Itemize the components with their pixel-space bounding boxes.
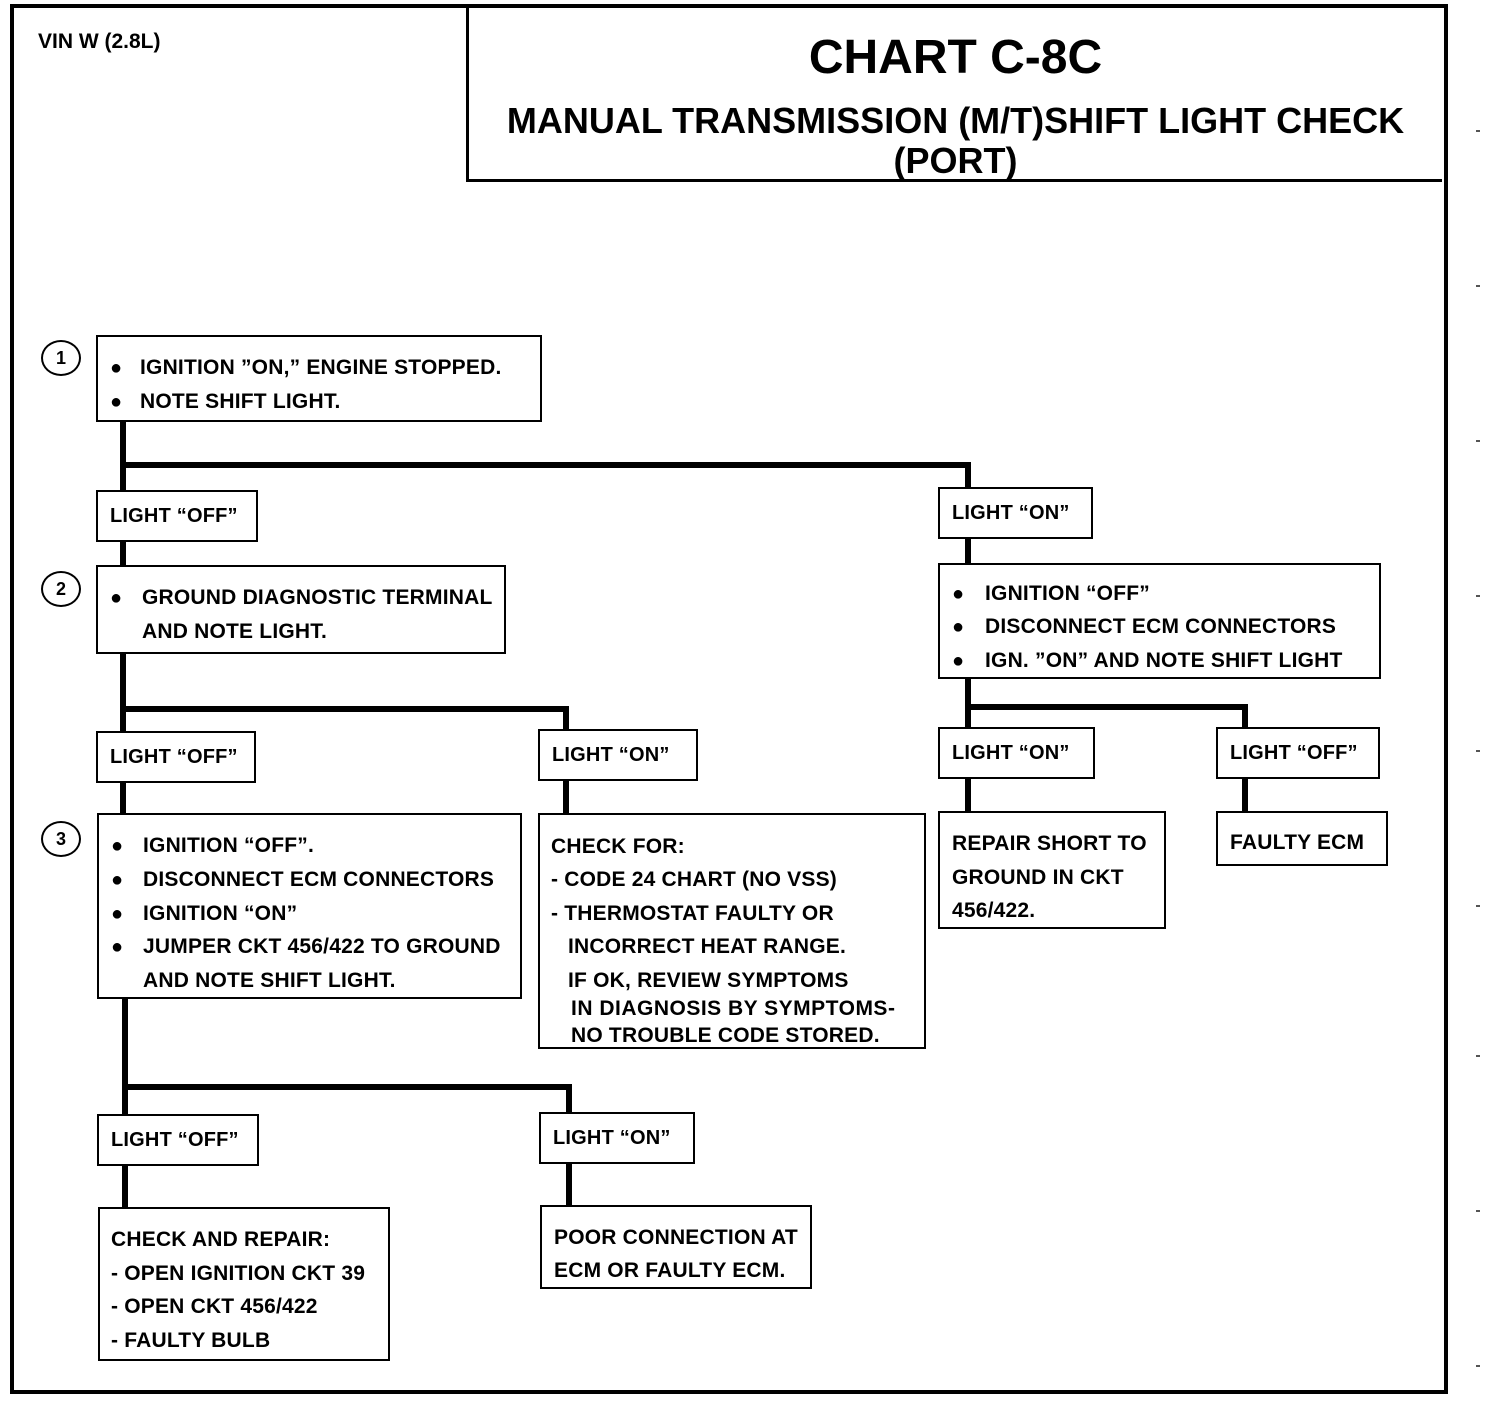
- title-box: CHART C-8C MANUAL TRANSMISSION (M/T)SHIF…: [466, 4, 1442, 182]
- margin-tick: [1476, 750, 1480, 752]
- bullet-icon: ●: [952, 583, 965, 605]
- check-for-line: INCORRECT HEAT RANGE.: [568, 935, 846, 958]
- step-1-line: IGNITION ”ON,” ENGINE STOPPED.: [140, 356, 502, 379]
- step-1-line: NOTE SHIFT LIGHT.: [140, 390, 341, 413]
- repair-short-line: GROUND IN CKT: [952, 866, 1124, 889]
- step-3-line: AND NOTE SHIFT LIGHT.: [143, 969, 396, 992]
- check-for-line: - THERMOSTAT FAULTY OR: [551, 902, 834, 925]
- bullet-icon: ●: [110, 391, 123, 413]
- step-3-line: JUMPER CKT 456/422 TO GROUND: [143, 935, 501, 958]
- margin-tick: [1476, 1210, 1480, 1212]
- check-repair-line: - OPEN CKT 456/422: [111, 1295, 318, 1318]
- bullet-icon: ●: [110, 587, 123, 609]
- step-3-line: IGNITION “OFF”.: [143, 834, 314, 857]
- right-check-box: ● IGNITION “OFF” ● DISCONNECT ECM CONNEC…: [938, 563, 1381, 679]
- connector-rightcheck-split: [965, 674, 1248, 731]
- check-for-line: NO TROUBLE CODE STORED.: [571, 1024, 880, 1047]
- step-1-light-on: LIGHT “ON”: [938, 487, 1093, 539]
- vin-label: VIN W (2.8L): [38, 30, 161, 53]
- faulty-ecm-box: FAULTY ECM: [1216, 811, 1388, 866]
- step-3-box: ● IGNITION “OFF”. ● DISCONNECT ECM CONNE…: [97, 813, 522, 999]
- right-check-light-off: LIGHT “OFF”: [1216, 727, 1380, 779]
- check-for-line: CHECK FOR:: [551, 835, 685, 858]
- check-repair-line: - FAULTY BULB: [111, 1329, 271, 1352]
- check-repair-box: CHECK AND REPAIR: - OPEN IGNITION CKT 39…: [98, 1207, 390, 1361]
- step-3-marker: 3: [41, 821, 81, 857]
- bullet-icon: ●: [952, 650, 965, 672]
- bullet-icon: ●: [111, 869, 124, 891]
- step-2-light-off: LIGHT “OFF”: [96, 731, 256, 783]
- check-for-line: - CODE 24 CHART (NO VSS): [551, 868, 837, 891]
- step-2-line: GROUND DIAGNOSTIC TERMINAL: [142, 586, 493, 609]
- connector-step1-split: [120, 419, 971, 491]
- margin-tick: [1476, 1365, 1480, 1367]
- chart-subtitle: MANUAL TRANSMISSION (M/T)SHIFT LIGHT CHE…: [506, 100, 1405, 141]
- bullet-icon: ●: [952, 616, 965, 638]
- margin-tick: [1476, 595, 1480, 597]
- faulty-ecm-line: FAULTY ECM: [1230, 831, 1365, 854]
- poor-connection-line: ECM OR FAULTY ECM.: [554, 1259, 786, 1282]
- step-3-line: IGNITION “ON”: [143, 902, 298, 925]
- step-2-light-on: LIGHT “ON”: [538, 729, 698, 781]
- check-repair-line: - OPEN IGNITION CKT 39: [111, 1262, 366, 1285]
- right-check-line: DISCONNECT ECM CONNECTORS: [985, 615, 1337, 638]
- bullet-icon: ●: [111, 903, 124, 925]
- step-3-light-on: LIGHT “ON”: [539, 1112, 695, 1164]
- bullet-icon: ●: [111, 835, 124, 857]
- step-3-light-off: LIGHT “OFF”: [97, 1114, 259, 1166]
- chart-frame: [10, 4, 1448, 1394]
- check-for-line: IF OK, REVIEW SYMPTOMS: [568, 969, 849, 992]
- repair-short-line: REPAIR SHORT TO: [952, 832, 1147, 855]
- connector-step3-split: [122, 994, 572, 1117]
- right-check-line: IGNITION “OFF”: [985, 582, 1150, 605]
- poor-connection-line: POOR CONNECTION AT: [554, 1226, 798, 1249]
- margin-tick: [1476, 1055, 1480, 1057]
- margin-tick: [1476, 130, 1480, 132]
- margin-tick: [1476, 905, 1480, 907]
- step-1-light-off: LIGHT “OFF”: [96, 490, 258, 542]
- right-check-light-on: LIGHT “ON”: [938, 727, 1095, 779]
- connector-step2-split: [120, 650, 569, 734]
- step-2-line: AND NOTE LIGHT.: [142, 620, 327, 643]
- chart-title: CHART C-8C: [808, 31, 1103, 84]
- repair-short-box: REPAIR SHORT TO GROUND IN CKT 456/422.: [938, 811, 1166, 929]
- bullet-icon: ●: [111, 936, 124, 958]
- poor-connection-box: POOR CONNECTION AT ECM OR FAULTY ECM.: [540, 1205, 812, 1289]
- check-repair-line: CHECK AND REPAIR:: [111, 1228, 331, 1251]
- step-2-marker: 2: [41, 571, 81, 607]
- step-2-box: ● GROUND DIAGNOSTIC TERMINAL AND NOTE LI…: [96, 565, 506, 654]
- check-for-line: IN DIAGNOSIS BY SYMPTOMS-: [571, 997, 896, 1020]
- margin-tick: [1476, 440, 1480, 442]
- step-1-box: ● IGNITION ”ON,” ENGINE STOPPED. ● NOTE …: [96, 335, 542, 422]
- repair-short-line: 456/422.: [952, 899, 1036, 922]
- right-check-line: IGN. ”ON” AND NOTE SHIFT LIGHT: [985, 649, 1343, 672]
- step-3-line: DISCONNECT ECM CONNECTORS: [143, 868, 495, 891]
- bullet-icon: ●: [110, 357, 123, 379]
- step-1-marker: 1: [41, 340, 81, 376]
- chart-subtitle-port: (PORT): [893, 140, 1018, 181]
- margin-tick: [1476, 285, 1480, 287]
- check-for-box: CHECK FOR: - CODE 24 CHART (NO VSS) - TH…: [538, 813, 926, 1049]
